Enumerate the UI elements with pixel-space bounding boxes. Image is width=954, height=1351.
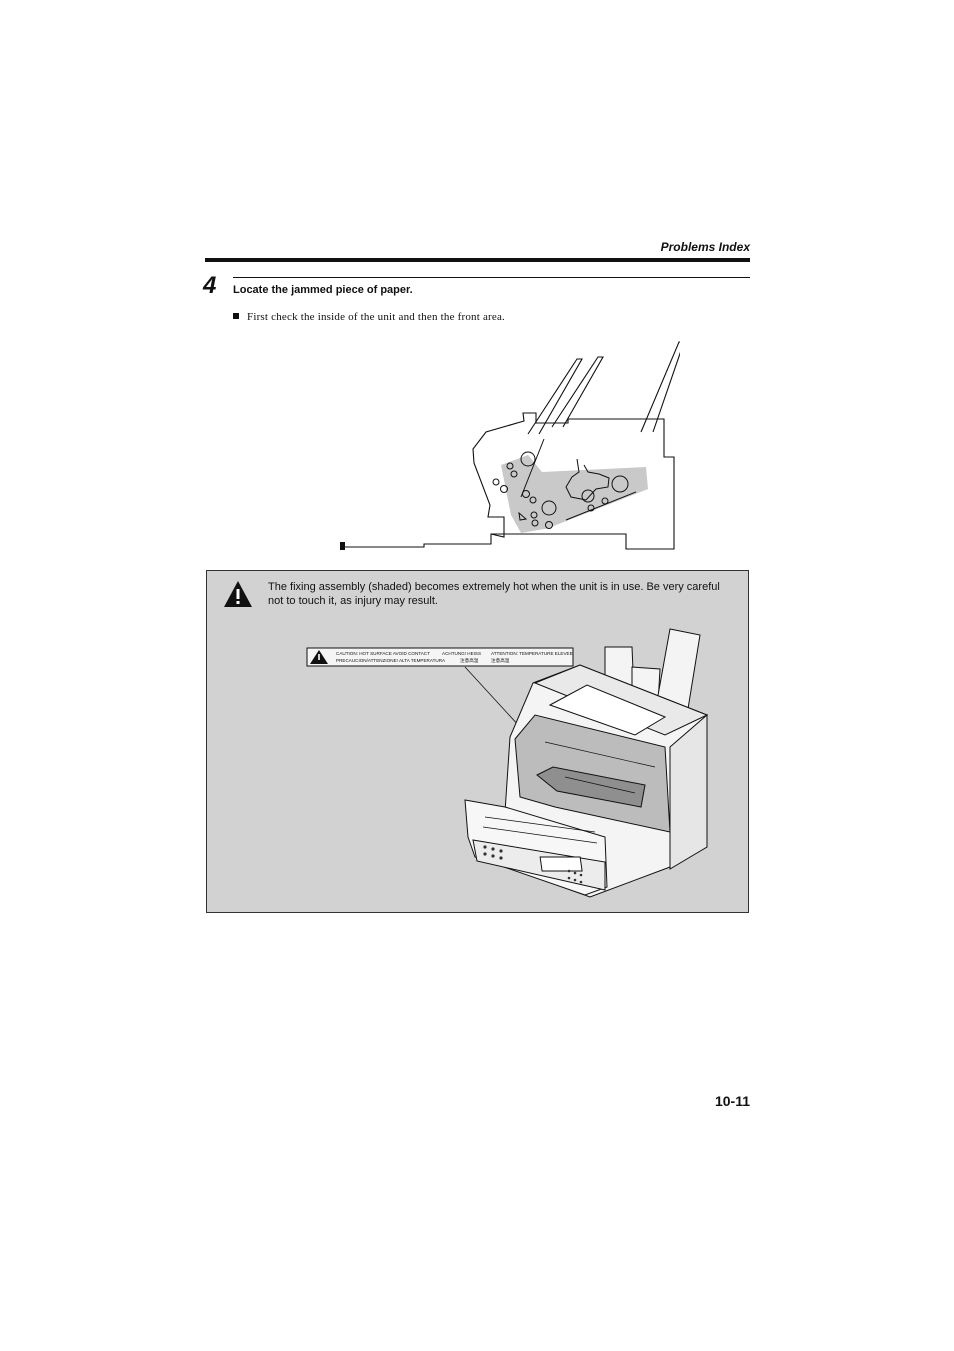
bullet-text: First check the inside of the unit and t… (247, 311, 505, 323)
header-rule (205, 258, 750, 262)
page-number: 10-11 (714, 1093, 750, 1109)
warning-text: The fixing assembly (shaded) becomes ext… (268, 581, 720, 607)
bullet-square-icon (233, 313, 239, 319)
warning-box: The fixing assembly (shaded) becomes ext… (206, 570, 749, 913)
bullet-item: First check the inside of the unit and t… (233, 311, 505, 323)
warning-triangle-icon (224, 581, 252, 607)
label-line2-c: 注意高温 (491, 657, 510, 664)
label-line1-c: ATTENTION: TEMPERATURE ELEVEE (491, 651, 573, 656)
step-rule (233, 277, 750, 278)
caution-label: CAUTION: HOT SURFACE AVOID CONTACT ACHTU… (306, 647, 574, 667)
label-line2-b: 注意高温 (460, 657, 479, 664)
label-line1-b: ACHTUNG! HEISS (442, 651, 481, 656)
label-line1-a: CAUTION: HOT SURFACE AVOID CONTACT (336, 651, 430, 656)
step-title: Locate the jammed piece of paper. (233, 284, 413, 296)
step-number: 4 (203, 272, 217, 299)
section-title: Problems Index (660, 240, 750, 254)
label-line2-a: PRECAUCION/ATTENZIONE! ALTA TEMPERATURA (336, 658, 446, 663)
cross-section-diagram (340, 341, 680, 550)
fax-unit-diagram: CAUTION: HOT SURFACE AVOID CONTACT ACHTU… (306, 628, 709, 898)
